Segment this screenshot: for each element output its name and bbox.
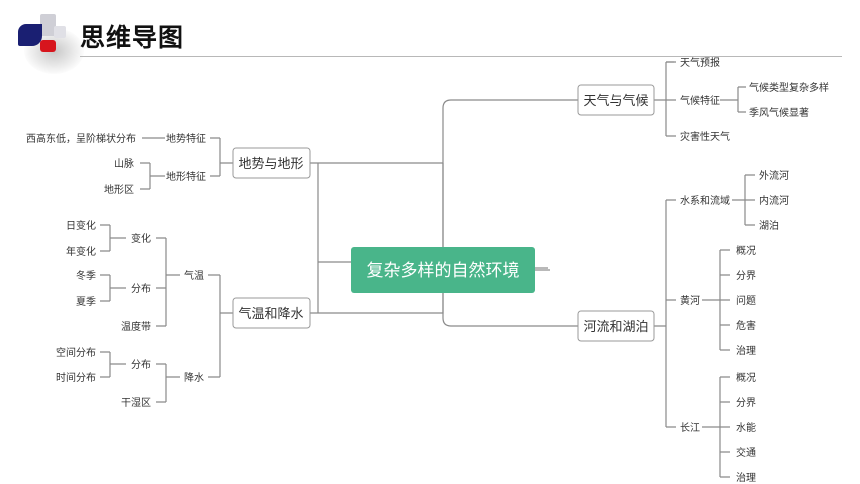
logo-block-grey [40,14,56,36]
page-title: 思维导图 [80,23,185,52]
node-temporal-distribution[interactable]: 时间分布 [56,371,96,384]
node-river-system[interactable]: 水系和流域 [680,194,730,207]
node-terrain-desc[interactable]: 西高东低，呈阶梯状分布 [26,132,136,145]
node-yellow-item[interactable]: 危害 [736,319,756,332]
node-spatial-distribution[interactable]: 空间分布 [56,346,96,359]
node-lakes[interactable]: 湖泊 [759,220,779,232]
node-yangtze-item[interactable]: 治理 [736,471,756,484]
logo-block-red [40,40,56,52]
node-yellow-item[interactable]: 分界 [736,270,756,282]
node-yellow-item[interactable]: 问题 [736,294,756,307]
node-yangtze-item[interactable]: 概况 [736,371,756,384]
node-precipitation[interactable]: 降水 [184,371,204,384]
node-yellow-river[interactable]: 黄河 [680,294,700,307]
node-yangtze-item[interactable]: 交通 [736,446,756,459]
header-divider [80,56,842,57]
node-yellow-item[interactable]: 概况 [736,244,756,257]
node-yangtze-item[interactable]: 分界 [736,397,756,409]
node-forecast[interactable]: 天气预报 [680,56,720,69]
node-temp-zone[interactable]: 温度带 [121,320,151,333]
logo [18,8,84,74]
branch-terrain[interactable]: 地势与地形 [232,147,311,179]
node-temperature[interactable]: 气温 [184,269,204,282]
logo-block-blue [18,24,42,46]
branch-climate-label: 气温和降水 [238,306,303,322]
logo-block-grey-small [54,26,66,38]
root-node[interactable]: 复杂多样的自然环境 [351,247,535,293]
branch-terrain-label: 地势与地形 [238,156,303,172]
node-landform-regions[interactable]: 地形区 [104,183,134,196]
branch-rivers-box [577,310,655,342]
connector-lines [100,61,755,478]
node-daily-change[interactable]: 日变化 [66,219,96,232]
node-dry-wet-zones[interactable]: 干湿区 [121,397,151,409]
node-yangtze-river[interactable]: 长江 [680,422,700,434]
node-summer[interactable]: 夏季 [76,296,96,308]
node-terrain-feature[interactable]: 地势特征 [166,132,206,145]
root-node-label: 复杂多样的自然环境 [367,261,520,281]
node-mountains[interactable]: 山脉 [114,157,134,170]
node-winter[interactable]: 冬季 [76,269,96,282]
branch-climate[interactable]: 气温和降水 [232,297,311,329]
branch-terrain-box [232,147,311,179]
node-yearly-change[interactable]: 年变化 [66,245,96,258]
branch-weather-label: 天气与气候 [583,93,648,109]
node-exterior-river[interactable]: 外流河 [759,169,789,182]
branch-climate-box [232,297,311,329]
node-yellow-item[interactable]: 治理 [736,344,756,357]
node-climate-features[interactable]: 气候特征 [680,94,720,107]
node-rain-distribution[interactable]: 分布 [131,359,151,371]
branch-weather-box [577,84,655,116]
node-yangtze-item[interactable]: 水能 [736,421,756,434]
node-landform-feature[interactable]: 地形特征 [166,170,206,183]
branch-rivers[interactable]: 河流和湖泊 [577,310,655,342]
root-node-box [351,247,535,293]
node-disaster-weather[interactable]: 灾害性天气 [680,130,730,143]
node-interior-river[interactable]: 内流河 [759,194,789,207]
node-climate-diverse[interactable]: 气候类型复杂多样 [749,81,829,94]
node-temp-change[interactable]: 变化 [131,232,151,245]
node-temp-distribution[interactable]: 分布 [131,283,151,295]
branch-rivers-label: 河流和湖泊 [583,320,648,335]
branch-weather[interactable]: 天气与气候 [577,84,655,116]
node-monsoon[interactable]: 季风气候显著 [749,106,809,119]
